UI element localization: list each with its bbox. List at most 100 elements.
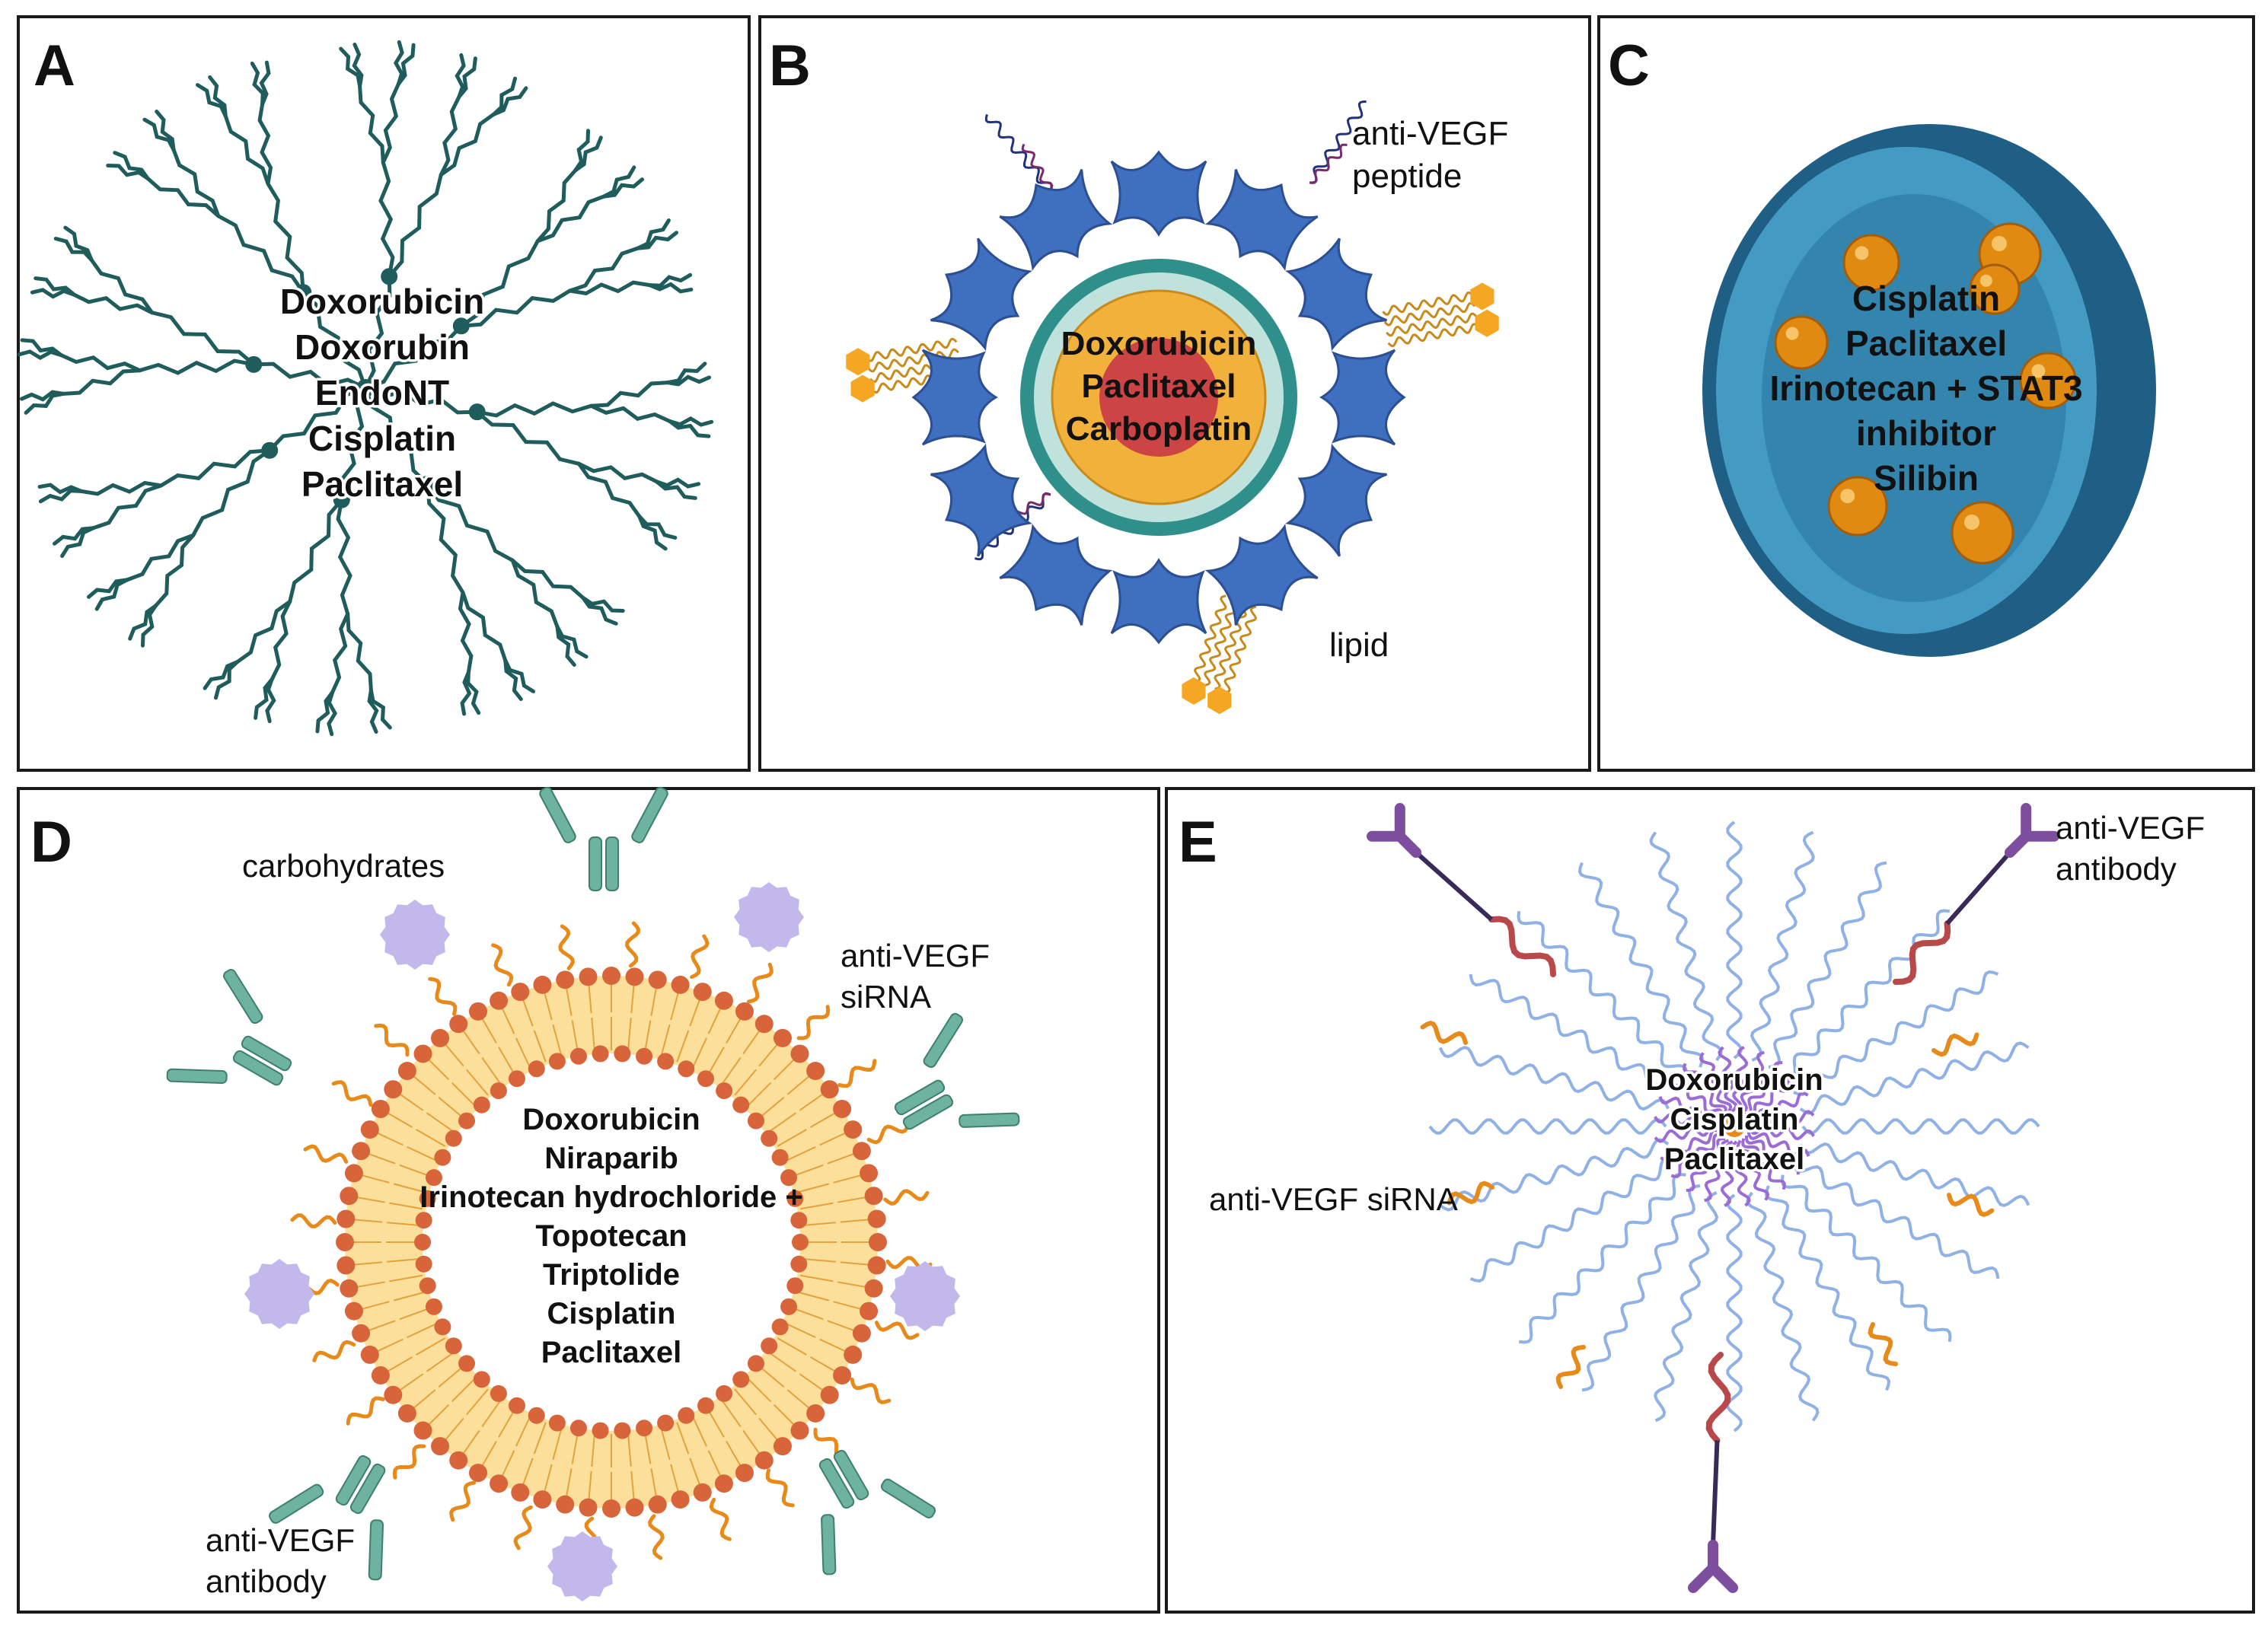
lipid-tail [627, 1018, 632, 1052]
lipid-head-inner [458, 1112, 476, 1130]
dendrimer-terminal [30, 288, 76, 299]
lipid-tail [799, 1202, 834, 1210]
lipid-tail [1204, 598, 1237, 687]
lipid-head-outer [773, 1028, 792, 1047]
lipid-tail [393, 1291, 426, 1302]
lipid-tail [707, 1047, 725, 1077]
drug-bead [1842, 234, 1900, 292]
lipid-tail [552, 1024, 563, 1057]
lipid-tail [758, 1365, 785, 1388]
lipid-tail [438, 1096, 465, 1120]
lipid-head [1182, 677, 1206, 705]
dendrimer-terminal [33, 276, 76, 297]
lipid-tail [734, 1069, 758, 1096]
dendrimer-branch [59, 353, 142, 373]
lipid-head-inner [419, 1277, 436, 1295]
dendrimer-branch [154, 533, 196, 608]
lipid-head-inner [732, 1096, 750, 1114]
lipid-head-outer [602, 1499, 620, 1518]
panel-d-carbohydrates-label: carbohydrates [242, 848, 445, 884]
polymer-chain [1649, 831, 1723, 1062]
lipid-tail [796, 1183, 830, 1193]
sirna-strand [765, 1468, 795, 1508]
lipid-tail [533, 1422, 547, 1455]
sirna-strand [690, 934, 710, 980]
dendrimer-terminal [113, 151, 150, 180]
subunit-body [999, 169, 1113, 271]
dendrimer-branch [138, 358, 256, 375]
dendrimer-terminal [668, 419, 711, 438]
dendrimer-terminal [460, 670, 472, 716]
lipid-head-outer [735, 1464, 754, 1483]
lipid-head-inner [678, 1060, 695, 1078]
lipid-head-outer [820, 1385, 839, 1404]
lipid-head-outer [864, 1279, 883, 1298]
dendrimer-terminal [196, 83, 228, 118]
dendrimer-terminal [601, 177, 644, 199]
antibody-stem [833, 1449, 869, 1501]
dendrimer-branch [439, 112, 496, 177]
lipid-head-outer [869, 1233, 887, 1251]
dendrimer-terminal [203, 660, 240, 690]
lipid-tail [515, 1415, 531, 1447]
dendrimer-terminal [20, 338, 63, 358]
panel-c-letter: C [1608, 33, 1650, 98]
lipid-head-outer [864, 1187, 883, 1206]
lipid-tail [591, 1018, 596, 1052]
sirna-strand [1947, 1193, 1995, 1217]
lipid-tail [481, 1398, 502, 1428]
antibody-conjugate [1893, 803, 2059, 985]
lipid-tail [734, 1388, 758, 1416]
dendrimer-branch [363, 386, 480, 415]
antibody-tether [1945, 851, 2012, 926]
core-chain [1748, 1110, 1815, 1130]
lipid-head-inner [786, 1277, 804, 1295]
lipid-head-outer [397, 1404, 416, 1423]
panel-d-drug-1: Doxorubicin [522, 1103, 700, 1136]
dendrimer-branch [339, 386, 368, 502]
carbohydrate [734, 882, 804, 952]
dendrimer-branch [270, 599, 292, 682]
lipid-head-outer [556, 1495, 575, 1514]
subunit-body [1204, 524, 1319, 626]
shell-subunit [1285, 237, 1387, 352]
lipid-tail [627, 1432, 632, 1467]
lipid-tail [746, 1377, 772, 1403]
lipid-tail [387, 1222, 421, 1227]
dendrimer-terminal [141, 604, 158, 648]
dendrimer-branch [336, 498, 352, 616]
panel-d-drug-list: Doxorubicin Niraparib Irinotecan hydroch… [419, 1103, 802, 1369]
polymer-chain [1799, 1142, 2030, 1207]
lipid-head-inner [473, 1371, 490, 1388]
lipid-tail [643, 1430, 652, 1464]
dendrimer-terminal [208, 75, 228, 118]
dendrimer-branch [510, 558, 585, 600]
dendrimer-terminal [60, 526, 95, 558]
dendrimer-terminal [665, 374, 711, 387]
lipid-head-outer [754, 1451, 774, 1470]
lipid-head-outer [490, 991, 509, 1010]
antibody-stem [902, 1094, 954, 1130]
antibody-stem [335, 1455, 372, 1506]
lipid-head-inner [419, 1190, 436, 1207]
lipid-head [1475, 309, 1499, 337]
dendrimer-branch [79, 480, 163, 496]
lipid-head-outer [384, 1080, 403, 1099]
dendrimer-branch [150, 311, 256, 367]
subunit-body [999, 524, 1113, 626]
lipid-head-outer [790, 1421, 809, 1440]
lipid-tail [866, 337, 958, 362]
core-chain [1660, 1128, 1721, 1162]
dendrimer-branch [568, 246, 640, 293]
sirna-strand [558, 924, 575, 970]
lipid-head-inner [509, 1070, 525, 1088]
dendrimer-branch [381, 81, 400, 164]
dendrimer-branch [387, 173, 443, 279]
lipid-head-outer [625, 967, 644, 986]
lipid-tail [407, 1322, 439, 1339]
lipid-head-outer [533, 975, 552, 994]
liposome-illustration [166, 786, 1020, 1601]
core-chain [1718, 1046, 1738, 1113]
dendrimer-terminal [636, 218, 671, 250]
dendrimer-branch [568, 280, 652, 296]
